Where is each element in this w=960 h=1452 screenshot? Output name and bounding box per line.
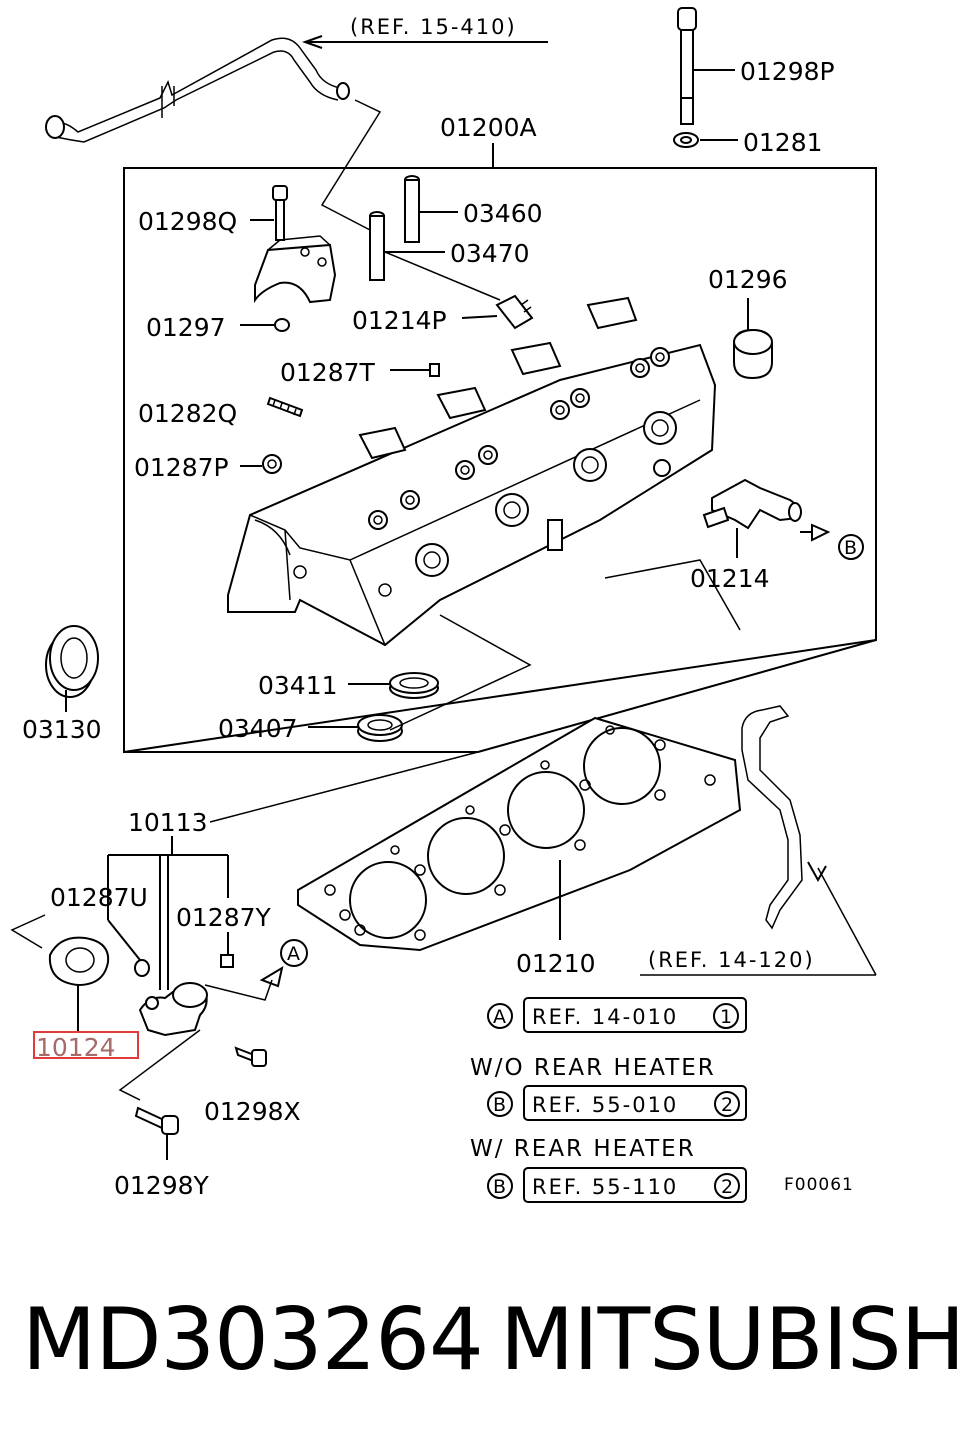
head-to-10113-leader xyxy=(209,751,479,823)
brand-name: MITSUBISHI xyxy=(500,1290,960,1390)
head-gasket xyxy=(297,716,742,952)
ref-14-120-leader xyxy=(640,867,877,976)
reference-table: A REF. 14-010 1 W/O REAR HEATER B REF. 5… xyxy=(470,997,747,1203)
label-01200A: 01200A xyxy=(440,113,537,142)
head-bolt xyxy=(677,7,697,125)
arrow-to-a xyxy=(259,965,284,988)
label-01297: 01297 xyxy=(146,313,226,342)
part-caption: MD303264 MITSUBISHI xyxy=(0,1280,960,1400)
valve-guide-03470 xyxy=(369,211,385,281)
label-01296: 01296 xyxy=(708,265,788,294)
ref-15-410: (REF. 15-410) xyxy=(350,15,517,39)
label-01214: 01214 xyxy=(690,564,770,593)
fitting-01214P xyxy=(495,294,534,330)
ref-row-a-value: REF. 14-010 xyxy=(532,1005,678,1029)
label-01298Y: 01298Y xyxy=(114,1171,210,1200)
label-03130: 03130 xyxy=(22,715,102,744)
seal-leader xyxy=(389,614,532,731)
thermostat-housing xyxy=(138,982,208,1037)
plug-01287U xyxy=(134,959,150,977)
label-01287U: 01287U xyxy=(50,883,148,912)
label-01214P: 01214P xyxy=(352,306,447,335)
water-hose xyxy=(741,705,803,930)
gasket-leader xyxy=(10,914,46,949)
label-01298P: 01298P xyxy=(740,57,835,86)
plug-01287U-leader xyxy=(107,919,141,961)
label-03460: 03460 xyxy=(463,199,543,228)
ref-row-b2-number: 2 xyxy=(721,1176,733,1198)
breather-pipe xyxy=(45,37,350,143)
plug-01287P xyxy=(262,454,282,474)
label-01287T: 01287T xyxy=(280,358,376,387)
group-10113-bracket xyxy=(107,836,229,990)
ref-row-b1-number: 2 xyxy=(721,1094,733,1116)
note-without-rear-heater: W/O REAR HEATER xyxy=(470,1055,716,1081)
marker-b-elbow: B xyxy=(844,537,857,559)
oil-seal-03130 xyxy=(45,625,99,698)
highlight-box-10124 xyxy=(33,1031,139,1059)
ref-row-b2-marker: B xyxy=(493,1176,506,1198)
label-01281: 01281 xyxy=(743,128,823,157)
cam-cap xyxy=(254,235,337,304)
label-03407: 03407 xyxy=(218,714,298,743)
note-with-rear-heater: W/ REAR HEATER xyxy=(470,1136,696,1162)
bolt-01298Q xyxy=(272,185,288,241)
stud-01282Q xyxy=(266,396,304,418)
water-elbow-01214 xyxy=(702,478,802,530)
label-03411: 03411 xyxy=(258,671,338,700)
label-10113: 10113 xyxy=(128,808,208,837)
label-01282Q: 01282Q xyxy=(138,399,237,428)
cylinder-head xyxy=(227,296,717,647)
label-01210: 01210 xyxy=(516,949,596,978)
elbow-leader xyxy=(604,559,741,631)
head-assembly-frame-lower xyxy=(123,168,877,753)
ref-row-b1-value: REF. 55-010 xyxy=(532,1093,678,1117)
marker-a-housing: A xyxy=(287,943,300,965)
valve-guide-03460 xyxy=(404,175,420,243)
pipe-to-head-leader xyxy=(320,99,382,231)
ref-row-a-number: 1 xyxy=(720,1006,732,1028)
label-01298Q: 01298Q xyxy=(138,207,237,236)
ref-15-410-arrowhead xyxy=(301,35,323,49)
part-number: MD303264 xyxy=(22,1290,484,1390)
seal-03407 xyxy=(357,714,403,742)
bolt-01298Y-leader xyxy=(118,1029,201,1101)
dowel-01297 xyxy=(274,318,290,332)
label-10124: 10124 xyxy=(36,1033,116,1062)
plug-01296 xyxy=(733,328,773,380)
bolt-01298X xyxy=(234,1046,267,1067)
label-03470: 03470 xyxy=(450,239,530,268)
ref-row-b1-marker: B xyxy=(493,1094,506,1116)
plug-01287Y xyxy=(220,954,234,968)
washer xyxy=(673,132,699,148)
plug-01287T xyxy=(429,363,440,377)
arrow-to-b xyxy=(811,523,831,542)
label-01287Y: 01287Y xyxy=(176,903,272,932)
seal-03411 xyxy=(389,672,439,699)
figure-code: F00061 xyxy=(784,1175,854,1195)
label-01298X: 01298X xyxy=(204,1097,301,1126)
ref-row-a-marker: A xyxy=(493,1006,506,1028)
bolt-01298Y xyxy=(134,1106,179,1135)
ref-14-120: (REF. 14-120) xyxy=(648,948,815,972)
gasket-10124 xyxy=(48,936,110,987)
ref-row-b2-value: REF. 55-110 xyxy=(532,1175,678,1199)
label-01287P: 01287P xyxy=(134,453,229,482)
ref-14-120-arrowhead xyxy=(807,861,827,883)
